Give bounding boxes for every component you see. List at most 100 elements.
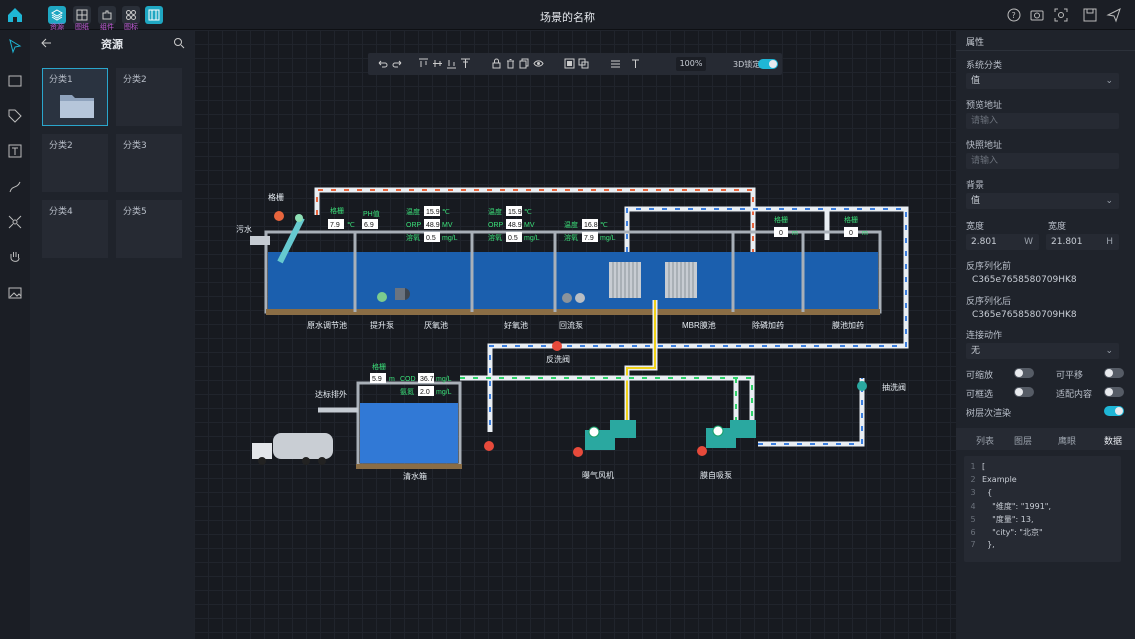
redo-icon[interactable] — [392, 58, 403, 69]
toggle-label: 可平移 — [1056, 371, 1084, 381]
send-icon[interactable] — [1106, 7, 1122, 23]
pump-label: 提升泵 — [370, 320, 394, 330]
discharge-label: 达标排外 — [315, 389, 347, 399]
fit-content-toggle[interactable] — [1104, 387, 1124, 397]
home-icon[interactable] — [6, 6, 24, 24]
puzzle-button[interactable] — [98, 6, 116, 24]
tab-list[interactable]: 列表 — [976, 437, 995, 447]
unit-degc: ℃ — [442, 209, 450, 216]
toggle-label: 树层次渲染 — [966, 409, 1012, 419]
pannable-toggle[interactable] — [1104, 368, 1124, 378]
rectangle-icon[interactable] — [7, 73, 23, 89]
panel-icon — [148, 9, 160, 21]
text-icon[interactable] — [7, 143, 23, 159]
background-select[interactable]: 值⌄ — [966, 193, 1119, 209]
hand-icon[interactable] — [7, 249, 23, 265]
category-card-4[interactable]: 分类3 — [116, 134, 182, 192]
after-label: 反序列化后 — [966, 297, 1012, 307]
line-icon[interactable] — [7, 179, 23, 195]
sewage-label: 污水 — [236, 224, 252, 234]
category-label: 分类2 — [49, 141, 73, 151]
back-arrow-icon[interactable] — [40, 37, 52, 49]
lock-3d-toggle[interactable] — [758, 59, 778, 69]
grid-label: 图纸 — [75, 23, 89, 31]
category-card-5[interactable]: 分类4 — [42, 200, 108, 258]
resource-title: 资源 — [101, 38, 123, 51]
selectable-toggle[interactable] — [1014, 387, 1034, 397]
undo-icon[interactable] — [377, 58, 388, 69]
layers-button[interactable] — [48, 6, 66, 24]
pumpwash-label: 抽洗阀 — [882, 382, 906, 392]
b-temp: 15.9 — [508, 209, 522, 216]
category-card-1[interactable]: 分类1 — [42, 68, 108, 126]
category-card-3[interactable]: 分类2 — [42, 134, 108, 192]
membrane-label: 膜池加药 — [832, 320, 864, 330]
tag-icon[interactable] — [7, 108, 23, 124]
ungroup-icon[interactable] — [578, 58, 589, 69]
t1-value: 7.9 — [330, 222, 340, 229]
text-style-icon[interactable] — [630, 58, 641, 69]
group-icon[interactable] — [564, 58, 575, 69]
canvas-toolbar: 100% 3D锁定 — [368, 53, 782, 75]
camera-icon[interactable] — [1029, 7, 1045, 23]
panel-button[interactable] — [145, 6, 163, 24]
trash-icon[interactable] — [505, 58, 516, 69]
align-middle-icon[interactable] — [432, 58, 443, 69]
before-value: C365e7658580709HK8 — [972, 275, 1077, 285]
distribute-icon[interactable] — [460, 58, 471, 69]
unit-label: H — [1106, 237, 1113, 247]
category-label: 分类2 — [123, 75, 147, 85]
system-category-select[interactable]: 值⌄ — [966, 73, 1119, 89]
mbr-modules — [609, 262, 697, 298]
discharge-pump — [484, 441, 494, 451]
lift-pump — [395, 288, 410, 300]
unit-mv: MV — [524, 222, 535, 229]
save-icon[interactable] — [1082, 7, 1098, 23]
preview-input[interactable]: 请输入 — [966, 113, 1119, 129]
category-card-6[interactable]: 分类5 — [116, 200, 182, 258]
category-card-2[interactable]: 分类2 — [116, 68, 182, 126]
lock-icon[interactable] — [491, 58, 502, 69]
blower-group — [573, 420, 636, 457]
zoom-select[interactable]: 100% — [676, 57, 706, 71]
action-select[interactable]: 无⌄ — [966, 343, 1119, 359]
help-icon[interactable]: ? — [1006, 7, 1022, 23]
layer-order-icon[interactable] — [610, 58, 621, 69]
snapshot-input[interactable]: 请输入 — [966, 153, 1119, 169]
apps-icon — [126, 10, 136, 20]
chevron-down-icon: ⌄ — [1105, 346, 1113, 356]
image-icon[interactable] — [7, 285, 23, 301]
eye-icon[interactable] — [533, 58, 544, 69]
tank-water — [268, 252, 878, 310]
node-icon[interactable] — [7, 214, 23, 230]
grid-button[interactable] — [73, 6, 91, 24]
blower-label: 曝气风机 — [582, 470, 614, 480]
align-bottom-icon[interactable] — [446, 58, 457, 69]
lock-3d-label: 3D锁定 — [733, 60, 761, 69]
tab-layers[interactable]: 图层 — [1014, 437, 1033, 447]
search-icon[interactable] — [173, 37, 185, 49]
unit-degc: ℃ — [524, 209, 532, 216]
level-1: 0 — [779, 230, 783, 237]
zoomable-toggle[interactable] — [1014, 368, 1034, 378]
chevron-down-icon: ⌄ — [1105, 76, 1113, 86]
tab-eagle-eye[interactable]: 鹰眼 — [1058, 437, 1077, 447]
unit-label: W — [1024, 237, 1033, 247]
toggle-label: 可框选 — [966, 390, 994, 400]
screenshot-icon[interactable] — [1053, 7, 1069, 23]
orp-label: ORP — [406, 222, 422, 229]
toggle-label: 适配内容 — [1056, 390, 1093, 400]
pointer-icon[interactable] — [7, 38, 23, 54]
category-label: 分类5 — [123, 207, 147, 217]
puzzle-icon — [102, 10, 112, 20]
scene-canvas[interactable]: 100% 3D锁定 — [194, 30, 956, 639]
apps-button[interactable] — [122, 6, 140, 24]
tree-render-toggle[interactable] — [1104, 406, 1124, 416]
tab-data[interactable]: 数据 — [1104, 437, 1123, 447]
copy-icon[interactable] — [519, 58, 530, 69]
align-top-icon[interactable] — [418, 58, 429, 69]
anoxic-label: 厌氧池 — [424, 320, 448, 330]
